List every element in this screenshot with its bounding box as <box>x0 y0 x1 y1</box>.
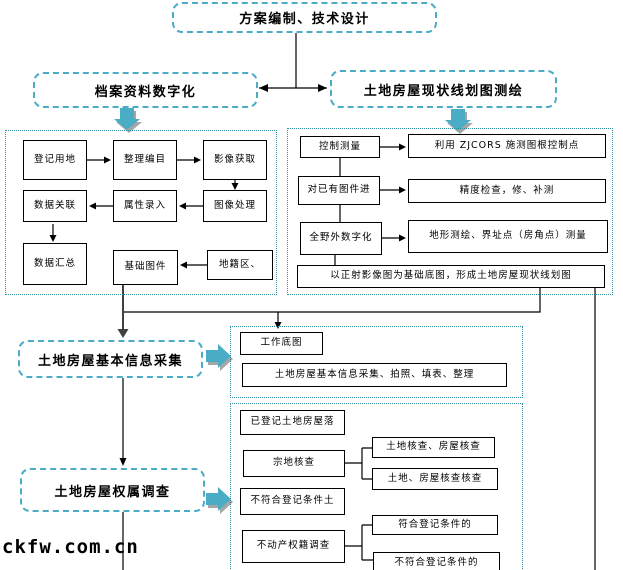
box-field-digitize: 全野外数字化 <box>300 222 382 255</box>
mapping-panel <box>287 128 613 295</box>
box-parcel-check: 宗地核查 <box>243 450 345 477</box>
box-data-summary: 数据汇总 <box>23 243 87 285</box>
right-block-arrow-ownership <box>206 487 233 514</box>
box-estate-branch1: 符合登记条件的 <box>372 515 498 535</box>
box-control-survey: 控制测量 <box>300 136 380 158</box>
box-control-detail: 利用 ZJCORS 施测图根控制点 <box>408 134 606 158</box>
box-register-land: 登记用地 <box>23 140 87 180</box>
box-attribute-entry: 属性录入 <box>113 190 177 222</box>
box-image-process: 图像处理 <box>203 190 267 222</box>
box-image-capture: 影像获取 <box>203 140 267 180</box>
box-not-qualified: 不符合登记条件土 <box>240 488 345 515</box>
box-data-link: 数据关联 <box>23 190 87 222</box>
watermark-text: ckfw.com.cn <box>2 536 139 558</box>
archive-panel <box>5 130 277 295</box>
box-estate-survey: 不动产权籍调查 <box>242 530 345 563</box>
collection-panel <box>230 326 523 398</box>
box-parcel-branch2: 土地、房屋核查核查 <box>372 468 498 490</box>
box-cadastral-zone: 地籍区、 <box>207 250 273 280</box>
box-base-maps: 基础图件 <box>113 250 178 285</box>
box-existing-maps: 对已有图件进 <box>298 176 380 205</box>
stage-basic-info-collection: 土地房屋基本信息采集 <box>18 340 203 378</box>
ownership-panel <box>230 403 523 570</box>
box-registered-land-housing: 已登记土地房屋落 <box>240 410 345 435</box>
box-catalogue: 整理编目 <box>113 140 177 180</box>
stage-line-map-surveying: 土地房屋现状线划图测绘 <box>330 70 557 108</box>
box-existing-detail: 精度检查，修、补测 <box>408 179 606 203</box>
stage-plan-design: 方案编制、技术设计 <box>172 2 437 33</box>
box-collection-process: 土地房屋基本信息采集、拍照、填表、整理 <box>242 363 507 387</box>
box-estate-branch2: 不符合登记条件的 <box>373 552 500 570</box>
box-field-detail: 地形测绘、界址点（房角点）测量 <box>408 220 608 253</box>
box-work-base-map: 工作底图 <box>240 332 323 355</box>
box-mapping-result: 以正射影像图为基础底图，形成土地房屋现状线划图 <box>297 265 605 288</box>
right-block-arrow-collection <box>206 344 233 371</box>
stage-archive-digitization: 档案资料数字化 <box>33 72 258 108</box>
stage-ownership-survey: 土地房屋权属调查 <box>20 468 205 512</box>
box-parcel-branch1: 土地核查、房屋核查 <box>372 437 495 458</box>
